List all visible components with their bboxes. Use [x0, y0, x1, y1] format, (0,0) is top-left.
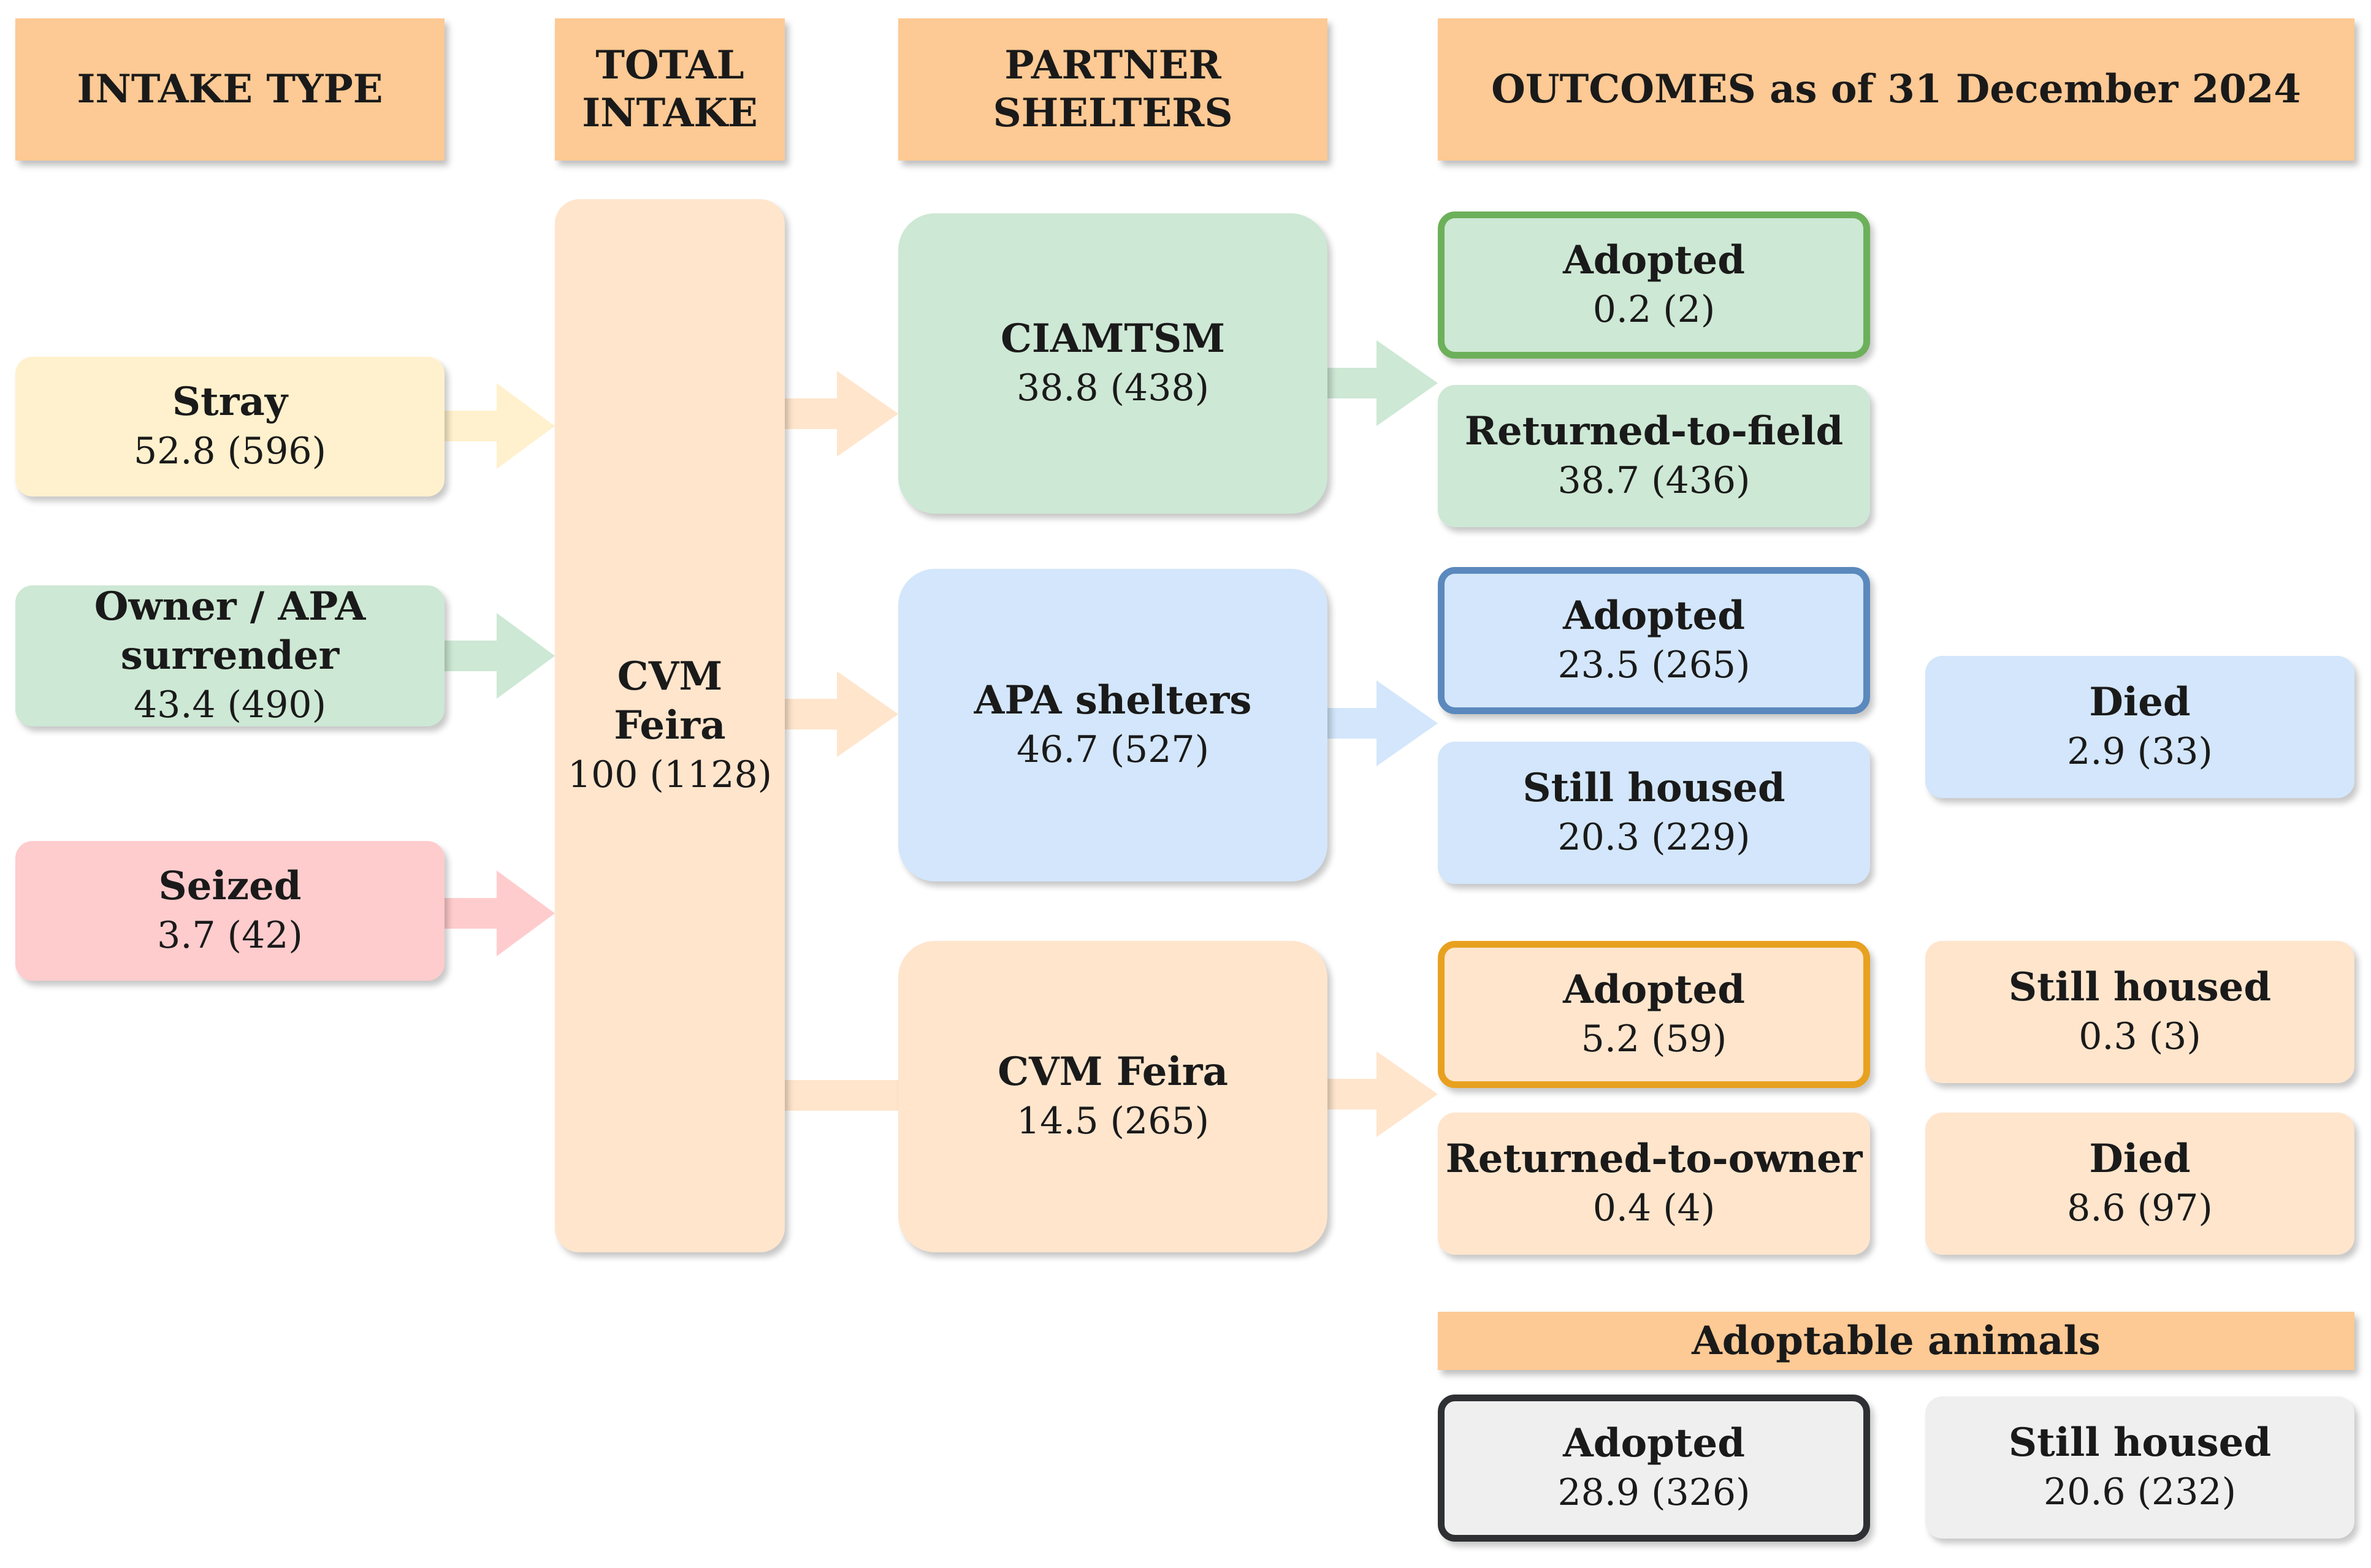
intake-stray: Stray 52.8 (596) — [15, 357, 445, 497]
arrow-total-to-ciamtsm — [785, 371, 898, 457]
outcome-value: 5.2 (59) — [1581, 1018, 1727, 1060]
outcome-value: 2.9 (33) — [2067, 730, 2213, 773]
adoptable-label: Adopted — [1563, 1420, 1745, 1466]
intake-owner-value: 43.4 (490) — [133, 683, 326, 726]
adoptable-still-housed: Still housed 20.6 (232) — [1925, 1396, 2354, 1539]
header-total-line1: TOTAL — [595, 42, 744, 88]
outcome-ciamtsm-returned-to-field: Returned-to-field 38.7 (436) — [1438, 385, 1870, 527]
outcome-label: Died — [2089, 1136, 2191, 1182]
outcome-apa-adopted: Adopted 23.5 (265) — [1438, 567, 1870, 714]
outcome-cvm-still-housed: Still housed 0.3 (3) — [1925, 941, 2354, 1083]
header-partner-shelters: PARTNER SHELTERS — [898, 18, 1327, 161]
arrow-total-to-apa — [785, 671, 898, 757]
adoptable-label: Still housed — [2008, 1420, 2272, 1466]
total-label: CVM Feira — [614, 653, 726, 748]
arrow-cvm-to-outcomes — [1327, 1051, 1438, 1137]
header-outcomes-text: OUTCOMES as of 31 December 2024 — [1491, 66, 2301, 112]
outcome-value: 23.5 (265) — [1557, 644, 1751, 687]
adoptable-value: 20.6 (232) — [2043, 1471, 2236, 1513]
outcome-value: 20.3 (229) — [1557, 816, 1751, 859]
shelter-ciamtsm-value: 38.8 (438) — [1016, 367, 1209, 409]
outcome-label: Still housed — [2008, 964, 2272, 1010]
intake-stray-value: 52.8 (596) — [133, 430, 326, 473]
arrow-owner-to-total — [445, 613, 555, 699]
header-outcomes: OUTCOMES as of 31 December 2024 — [1438, 18, 2354, 161]
outcome-label: Adopted — [1563, 967, 1745, 1013]
outcome-value: 0.3 (3) — [2079, 1015, 2201, 1058]
shelter-apa-value: 46.7 (527) — [1016, 728, 1209, 771]
outcome-ciamtsm-adopted: Adopted 0.2 (2) — [1438, 211, 1870, 359]
outcome-value: 0.2 (2) — [1592, 288, 1716, 331]
shelter-cvm-value: 14.5 (265) — [1016, 1100, 1209, 1143]
outcome-label: Still housed — [1522, 765, 1785, 811]
header-total-line2: INTAKE — [582, 90, 758, 136]
outcome-cvm-returned-to-owner: Returned-to-owner 0.4 (4) — [1438, 1113, 1870, 1255]
intake-owner-surrender: Owner / APA surrender 43.4 (490) — [15, 584, 445, 726]
outcome-apa-still-housed: Still housed 20.3 (229) — [1438, 742, 1870, 884]
arrow-apa-to-outcomes — [1327, 680, 1438, 766]
adoptable-adopted: Adopted 28.9 (326) — [1438, 1395, 1870, 1542]
intake-seized-label: Seized — [158, 863, 302, 909]
outcome-label: Returned-to-field — [1464, 408, 1844, 454]
intake-stray-label: Stray — [172, 379, 288, 425]
header-partner-shelters-text: PARTNER SHELTERS — [993, 42, 1233, 136]
shelter-apa: APA shelters 46.7 (527) — [898, 569, 1327, 881]
connector-total-to-cvm — [785, 1080, 901, 1111]
total-value: 100 (1128) — [567, 753, 773, 796]
header-intake-type: INTAKE TYPE — [15, 18, 445, 161]
shelter-ciamtsm: CIAMTSM 38.8 (438) — [898, 213, 1327, 514]
intake-seized-value: 3.7 (42) — [157, 914, 303, 957]
adoptable-value: 28.9 (326) — [1557, 1471, 1751, 1514]
arrow-ciamtsm-to-outcomes — [1327, 340, 1438, 426]
outcome-value: 38.7 (436) — [1557, 459, 1751, 502]
header-total-intake: TOTAL INTAKE — [555, 18, 785, 161]
outcome-label: Adopted — [1563, 237, 1745, 283]
intake-owner-label-line2: surrender — [120, 633, 340, 679]
intake-owner-label-line1: Owner / APA — [94, 584, 366, 630]
arrow-stray-to-total — [445, 383, 555, 469]
outcome-label: Adopted — [1563, 593, 1745, 639]
header-intake-type-text: INTAKE TYPE — [77, 66, 383, 112]
outcome-label: Died — [2089, 679, 2191, 725]
total-intake-cvm-feira: CVM Feira 100 (1128) — [555, 199, 785, 1252]
outcome-value: 0.4 (4) — [1592, 1187, 1716, 1230]
header-adoptable-text: Adoptable animals — [1692, 1317, 2101, 1364]
shelter-cvm-feira: CVM Feira 14.5 (265) — [898, 941, 1327, 1252]
outcome-cvm-died: Died 8.6 (97) — [1925, 1113, 2354, 1255]
shelter-apa-label: APA shelters — [974, 677, 1252, 723]
intake-seized: Seized 3.7 (42) — [15, 841, 445, 981]
outcome-cvm-adopted: Adopted 5.2 (59) — [1438, 941, 1870, 1088]
outcome-label: Returned-to-owner — [1445, 1136, 1863, 1182]
shelter-ciamtsm-label: CIAMTSM — [1000, 316, 1226, 362]
outcome-value: 8.6 (97) — [2067, 1187, 2213, 1230]
outcome-apa-died: Died 2.9 (33) — [1925, 656, 2354, 798]
shelter-cvm-label: CVM Feira — [998, 1049, 1228, 1095]
header-adoptable-animals: Adoptable animals — [1438, 1312, 2354, 1370]
arrow-seized-to-total — [445, 870, 555, 956]
